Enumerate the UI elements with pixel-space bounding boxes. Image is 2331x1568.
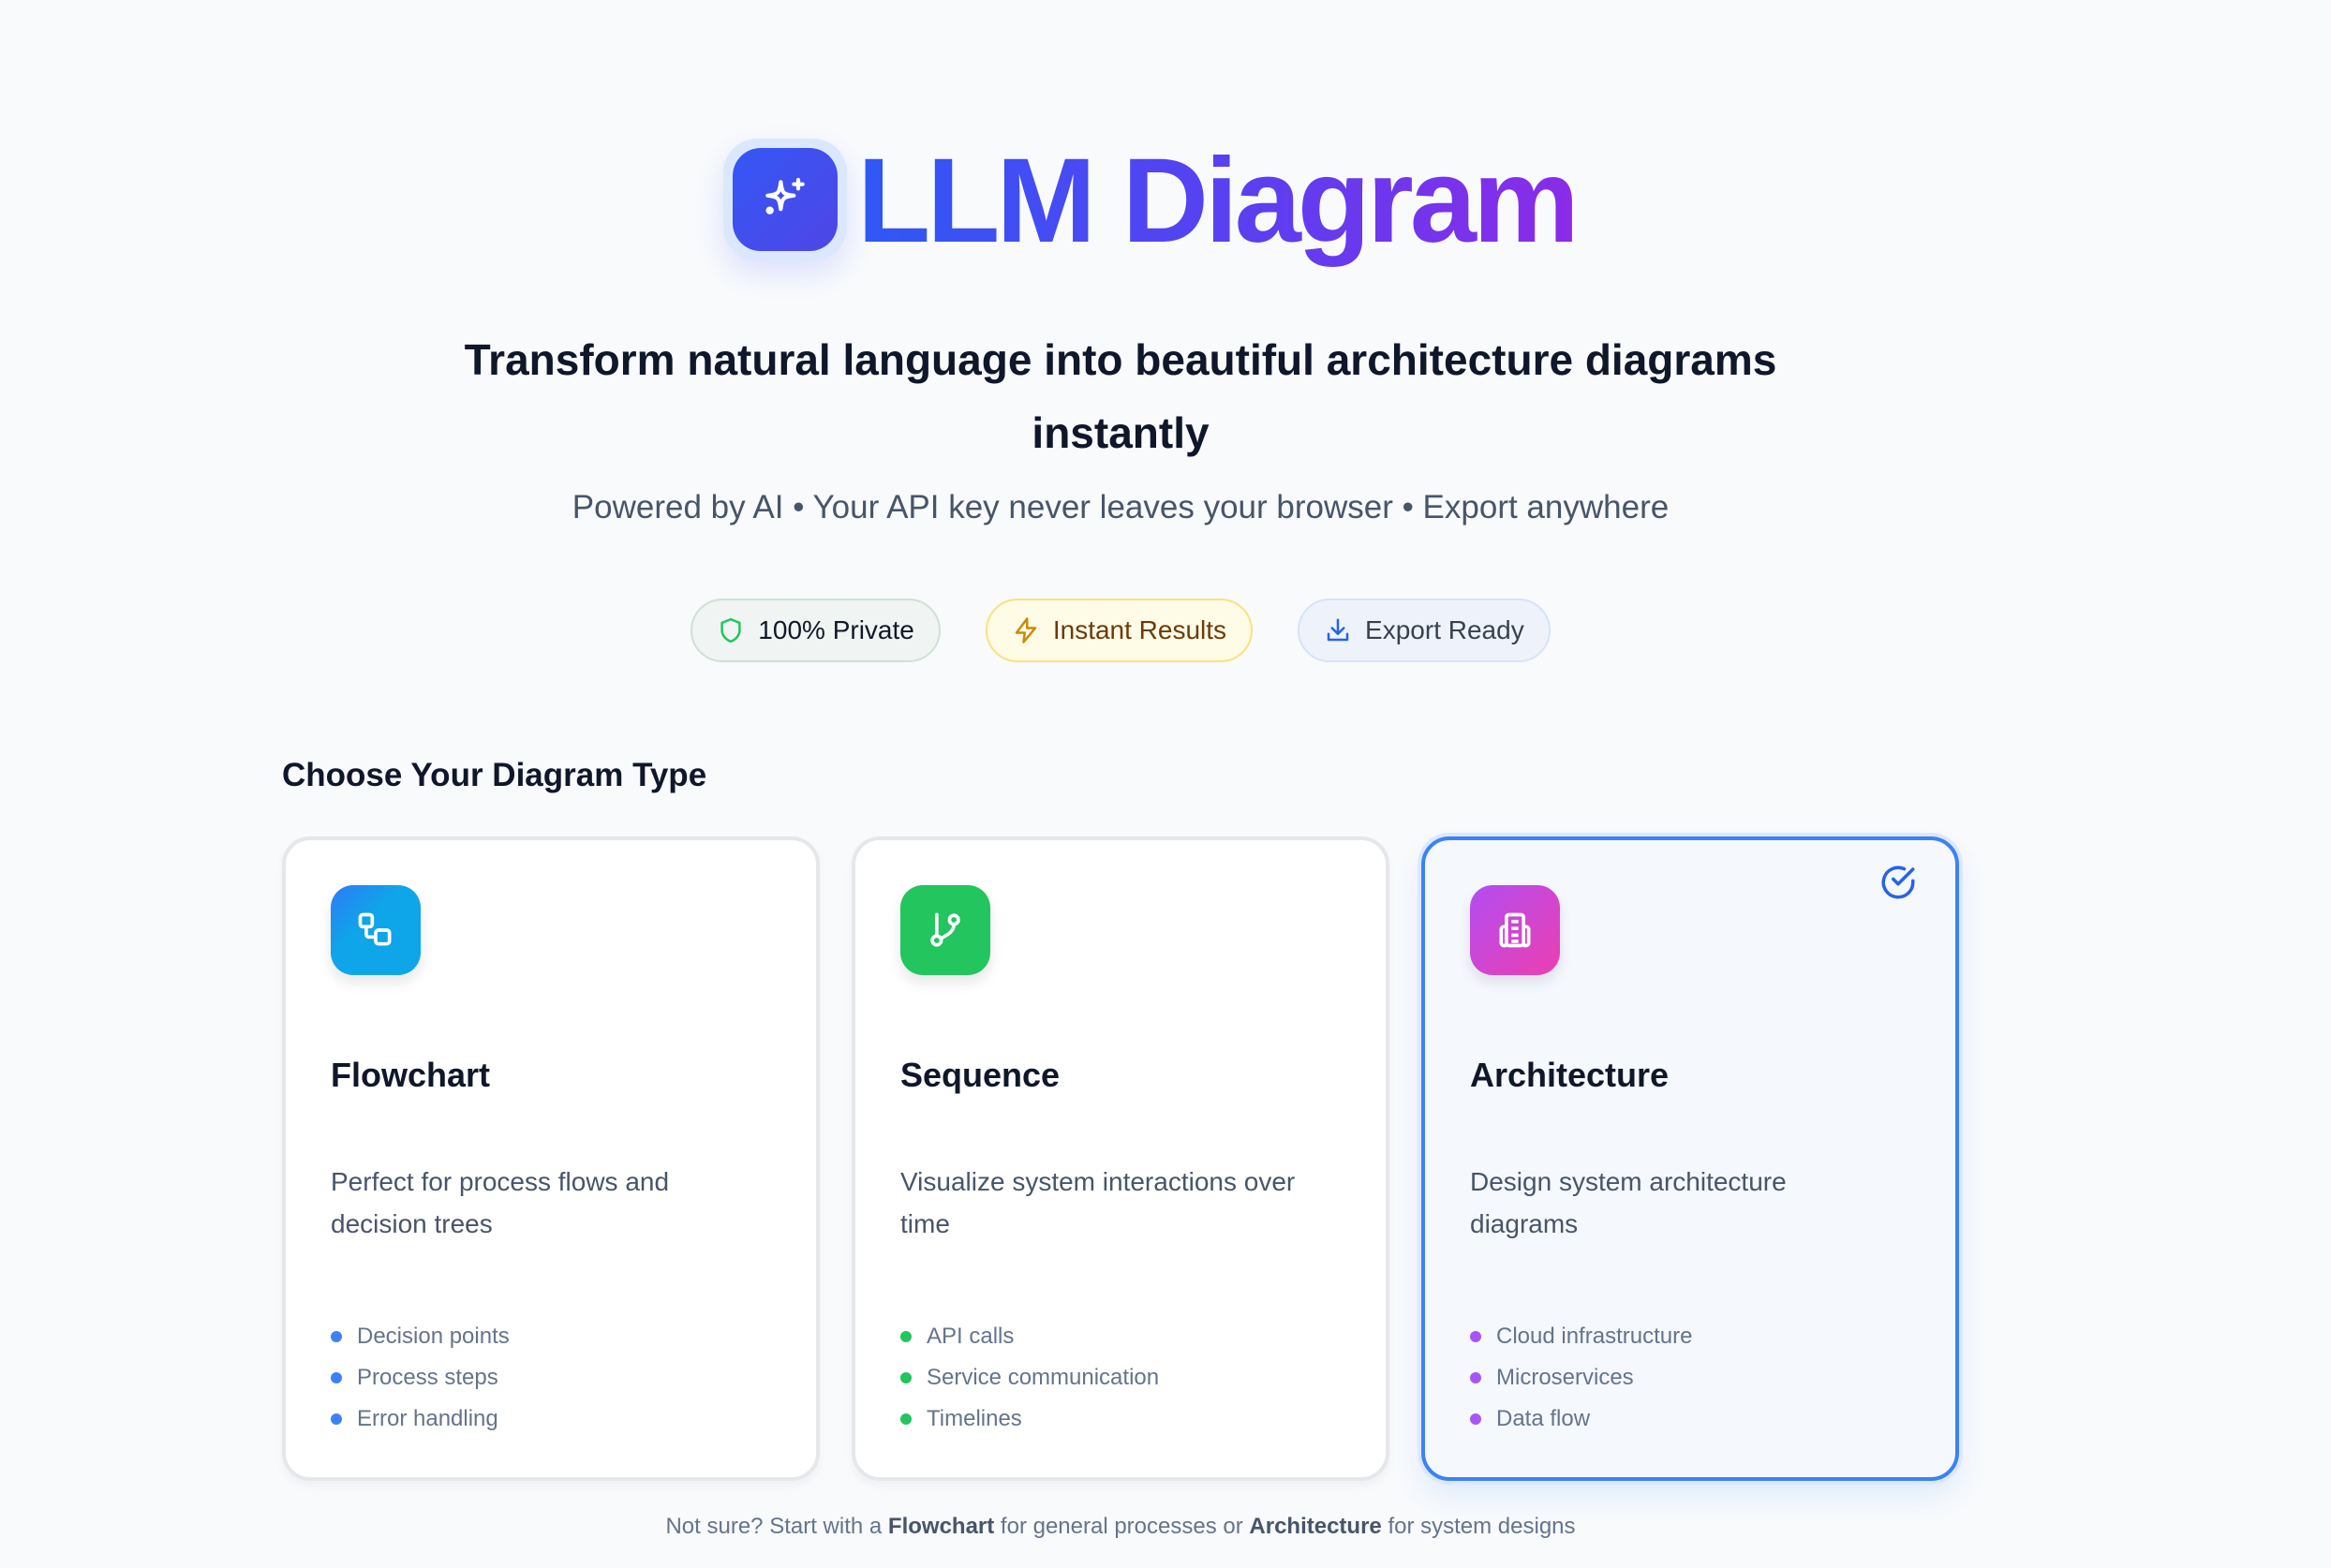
sparkles-icon [765,177,805,214]
bullet-dot [1470,1413,1481,1425]
feature-text: Data flow [1496,1406,1591,1431]
feature-list: Cloud infrastructure Microservices Data … [1470,1316,1692,1440]
hero-subtitle: Transform natural language into beautifu… [0,323,2241,469]
bullet-dot [331,1331,342,1342]
list-item: Timelines [900,1398,1159,1440]
hint-flowchart: Flowchart [887,1514,995,1539]
bullet-dot [331,1372,342,1383]
badge-instant: Instant Results [985,599,1254,662]
architecture-icon-box [1470,885,1560,975]
bullet-dot [900,1413,912,1425]
hint-architecture: Architecture [1249,1514,1382,1539]
badge-label: 100% Private [758,615,914,644]
feature-text: Timelines [927,1406,1022,1431]
section-title: Choose Your Diagram Type [282,757,707,793]
feature-text: Process steps [357,1365,498,1390]
helper-hint: Not sure? Start with a Flowchart for gen… [0,1514,2241,1540]
list-item: Data flow [1470,1398,1692,1440]
badge-label: Export Ready [1365,615,1524,644]
card-title: Sequence [900,1056,1061,1094]
bullet-dot [331,1413,342,1425]
git-branch-icon [930,912,960,947]
badge-export: Export Ready [1298,599,1551,662]
list-item: Microservices [1470,1357,1692,1398]
app-title: LLM Diagram [857,131,1580,272]
card-architecture[interactable]: Architecture Design system architecture … [1421,836,1959,1481]
card-flowchart[interactable]: Flowchart Perfect for process flows and … [282,836,820,1481]
feature-text: Service communication [927,1365,1160,1390]
flowchart-icon [358,912,392,946]
shield-icon [720,617,741,643]
feature-badges: 100% Private Instant Results Export Read… [0,599,2241,662]
app-logo [723,139,847,260]
subtitle-line-2: instantly [1032,408,1210,457]
feature-text: Cloud infrastructure [1496,1324,1693,1349]
download-icon [1327,618,1349,642]
building-icon [1499,912,1531,948]
hint-suffix: for system designs [1388,1514,1576,1539]
card-description: Visualize system interactions over time [900,1167,1296,1238]
feature-list: API calls Service communication Timeline… [900,1316,1159,1440]
card-description: Design system architecture diagrams [1470,1167,1787,1238]
list-item: Cloud infrastructure [1470,1316,1692,1357]
list-item: Process steps [331,1357,510,1398]
badge-label: Instant Results [1052,615,1227,644]
sequence-icon-box [900,885,990,975]
flowchart-icon-box [331,885,421,975]
card-title: Flowchart [331,1056,491,1094]
hint-prefix: Not sure? Start with a [665,1514,883,1539]
bullet-dot [1470,1372,1481,1383]
list-item: API calls [900,1316,1159,1357]
feature-text: API calls [927,1324,1015,1349]
feature-list: Decision points Process steps Error hand… [331,1316,510,1440]
feature-text: Decision points [357,1324,510,1349]
feature-text: Microservices [1496,1365,1634,1390]
bullet-dot [900,1331,912,1342]
lightning-icon [1015,617,1037,643]
check-circle-icon [1881,865,1915,899]
bullet-dot [1470,1331,1481,1342]
card-sequence[interactable]: Sequence Visualize system interactions o… [852,836,1389,1481]
subtitle-line-1: Transform natural language into beautifu… [464,335,1777,384]
list-item: Decision points [331,1316,510,1357]
hero-tagline: Powered by AI • Your API key never leave… [572,489,1670,525]
hint-middle: for general processes or [1000,1514,1243,1539]
list-item: Error handling [331,1398,510,1440]
list-item: Service communication [900,1357,1159,1398]
feature-text: Error handling [357,1406,498,1431]
bullet-dot [900,1372,912,1383]
badge-private: 100% Private [690,599,941,662]
card-description: Perfect for process flows and decision t… [331,1167,670,1238]
card-title: Architecture [1470,1056,1670,1094]
